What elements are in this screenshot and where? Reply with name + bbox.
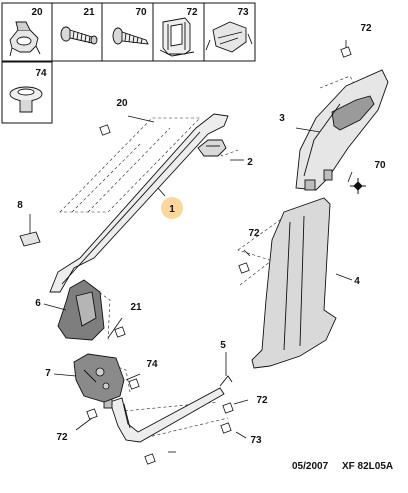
foam-pad xyxy=(19,231,41,247)
footer-code: XF 82L05A xyxy=(342,461,393,472)
self-tapping-screw-icon xyxy=(112,27,149,45)
grab-handle-cover xyxy=(197,139,227,157)
sill-trim xyxy=(103,375,233,443)
clip-icon xyxy=(9,21,41,57)
phantom-outline xyxy=(59,75,361,441)
legend-label-21: 21 xyxy=(83,7,95,18)
spring-clip-icon xyxy=(205,21,253,53)
footer-date: 05/2007 xyxy=(292,461,329,472)
callout-3[interactable]: 3 xyxy=(279,113,285,124)
callout-72-left[interactable]: 72 xyxy=(56,432,68,443)
kick-panel xyxy=(73,353,125,403)
callout-72-mid[interactable]: 72 xyxy=(248,228,260,239)
callout-74[interactable]: 74 xyxy=(146,359,158,370)
callout-5[interactable]: 5 xyxy=(220,340,226,351)
retaining-clip-icon xyxy=(159,17,195,57)
push-rivet-icon xyxy=(9,86,43,113)
fastener-markers xyxy=(86,46,366,465)
callout-numbers: 1 2 3 4 5 6 7 8 20 21 70 72 72 72 72 73 … xyxy=(17,23,386,446)
callout-1[interactable]: 1 xyxy=(169,204,175,215)
legend-label-74: 74 xyxy=(35,68,47,79)
callout-21[interactable]: 21 xyxy=(130,302,142,313)
callout-4[interactable]: 4 xyxy=(354,276,360,287)
screw-marker-icon xyxy=(350,178,366,194)
callout-70[interactable]: 70 xyxy=(374,160,386,171)
callout-72-right[interactable]: 72 xyxy=(256,395,268,406)
legend-label-72: 72 xyxy=(186,7,198,18)
screw-icon xyxy=(60,26,98,45)
fastener-legend: 20 21 70 72 73 74 xyxy=(1,2,256,124)
callout-20[interactable]: 20 xyxy=(116,98,128,109)
upper-b-pillar-trim xyxy=(295,69,389,191)
callout-6[interactable]: 6 xyxy=(35,298,41,309)
legend-label-20: 20 xyxy=(31,7,43,18)
callout-2[interactable]: 2 xyxy=(247,157,253,168)
leader-lines xyxy=(29,40,353,453)
legend-label-73: 73 xyxy=(237,7,249,18)
callout-7[interactable]: 7 xyxy=(45,368,51,379)
callout-73[interactable]: 73 xyxy=(250,435,262,446)
selected-part-highlight xyxy=(161,197,183,219)
callout-72-top[interactable]: 72 xyxy=(360,23,372,34)
callout-8[interactable]: 8 xyxy=(17,200,23,211)
legend-label-70: 70 xyxy=(135,7,147,18)
lower-b-pillar-trim xyxy=(251,197,337,369)
a-pillar-trim xyxy=(49,113,229,293)
lower-a-pillar-trim xyxy=(57,279,105,341)
